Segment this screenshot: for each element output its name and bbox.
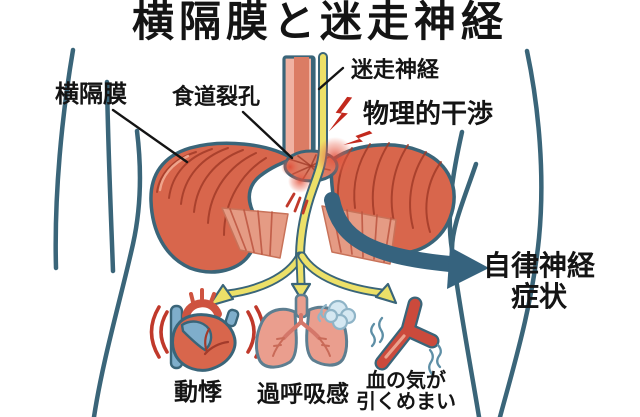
label-vagus-nerve: 迷走神経	[350, 56, 440, 82]
label-diaphragm: 横隔膜	[55, 80, 127, 108]
label-hyperventilation: 過呼吸感	[257, 380, 349, 407]
lungs-icon	[255, 293, 357, 369]
breath-puff-icon	[317, 299, 357, 331]
lightning-bolt-icon	[328, 96, 373, 145]
label-faintness: 血の気が 引くめまい	[356, 371, 456, 413]
label-esophageal-hiatus: 食道裂孔	[171, 83, 261, 109]
hiatus-pointer-line	[241, 110, 294, 160]
pointer-lines	[111, 66, 345, 164]
pain-marks	[285, 192, 309, 215]
diagram-title: 横隔膜と迷走神経	[131, 0, 509, 45]
body-outline	[53, 47, 544, 417]
blood-vessel-icon	[370, 296, 442, 376]
label-palpitations: 動悸	[174, 378, 222, 406]
label-physical-interference: 物理的干渉	[362, 98, 494, 129]
label-faintness-line1: 血の気が	[366, 370, 446, 392]
esophagus-illustration	[282, 55, 316, 165]
diaphragm-pointer-line	[111, 108, 189, 164]
autonomic-arrow-icon	[324, 192, 489, 289]
interference-illustration	[281, 96, 373, 215]
heart-icon	[149, 288, 266, 372]
nerve-branch-arrow-icon	[207, 251, 398, 308]
label-faintness-line2: 引くめまい	[356, 391, 456, 413]
label-autonomic-line1: 自律神経	[482, 250, 596, 281]
vagus-pointer-line	[317, 66, 345, 91]
label-autonomic-line2: 症状	[510, 281, 568, 312]
label-autonomic-symptoms: 自律神経 症状	[483, 250, 595, 312]
